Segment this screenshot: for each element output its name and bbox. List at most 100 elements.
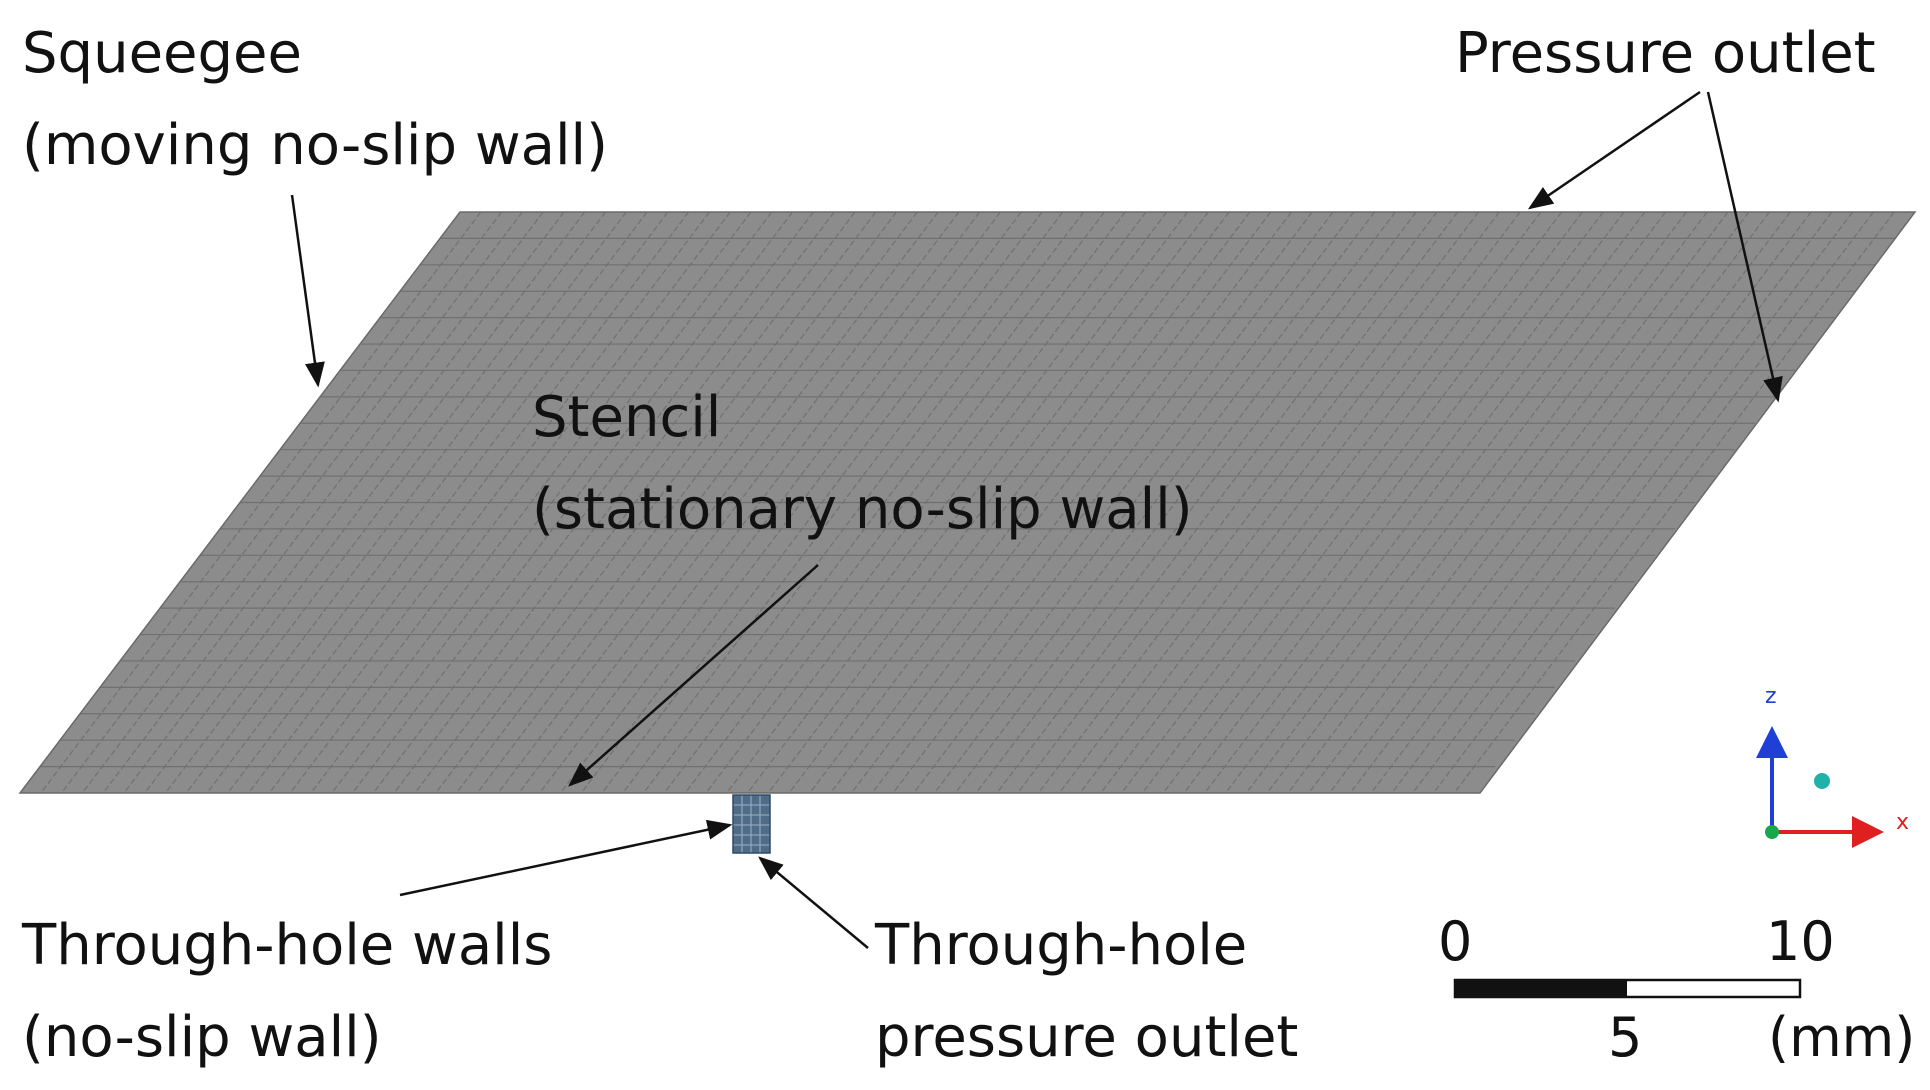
mesh-line xyxy=(871,212,1313,793)
pressure-outlet-arrow-side xyxy=(1706,91,1783,403)
through-hole-outlet-label: Through-hole pressure outlet xyxy=(875,900,1298,1084)
mesh-line xyxy=(850,212,1292,793)
pressure-outlet-label-text: Pressure outlet xyxy=(1455,21,1876,86)
through-hole-walls-label-line1: Through-hole walls xyxy=(22,913,553,978)
squeegee-arrow xyxy=(290,194,325,388)
mesh-line xyxy=(559,212,1001,793)
z-axis-label: z xyxy=(1765,684,1777,709)
through-hole-outlet-label-line1: Through-hole xyxy=(875,913,1248,978)
stencil-mesh xyxy=(40,212,1895,793)
mesh-line xyxy=(934,212,1376,793)
view-indicator-dot xyxy=(1814,773,1830,789)
mesh-line xyxy=(1287,212,1729,793)
mesh-line xyxy=(227,212,669,793)
mesh-line xyxy=(539,212,981,793)
squeegee-label-line1: Squeegee xyxy=(22,21,302,86)
mesh-line xyxy=(747,212,1188,793)
mesh-line xyxy=(1079,212,1521,793)
through-hole-outlet-label-line2: pressure outlet xyxy=(875,1005,1299,1070)
mesh-line xyxy=(268,212,710,793)
mesh-line xyxy=(310,212,752,793)
mesh-line xyxy=(1141,212,1583,793)
mesh-line xyxy=(767,212,1209,793)
scale-bar xyxy=(1453,978,1802,999)
mesh-line xyxy=(518,212,960,793)
mesh-line xyxy=(393,212,835,793)
mesh-line xyxy=(331,212,773,793)
scale-tick-5: 5 xyxy=(1608,1006,1643,1069)
mesh-line xyxy=(352,212,794,793)
mesh-line xyxy=(206,212,648,793)
mesh-line xyxy=(1121,212,1563,793)
mesh-line xyxy=(622,212,1064,793)
mesh-line xyxy=(913,212,1355,793)
mesh-line xyxy=(414,212,856,793)
mesh-line xyxy=(705,212,1147,793)
mesh-line xyxy=(289,212,731,793)
mesh-line xyxy=(954,212,1396,793)
squeegee-label: Squeegee (moving no-slip wall) xyxy=(22,8,608,192)
mesh-line xyxy=(1349,212,1791,793)
stencil-label: Stencil (stationary no-slip wall) xyxy=(532,372,1193,556)
scale-unit: (mm) xyxy=(1768,1006,1916,1069)
mesh-line xyxy=(788,212,1230,793)
mesh-line xyxy=(81,212,523,793)
mesh-line xyxy=(185,212,627,793)
x-axis-label: x xyxy=(1896,810,1910,835)
mesh-line xyxy=(476,212,918,793)
scale-tick-10: 10 xyxy=(1766,910,1835,973)
mesh-line xyxy=(1162,212,1604,793)
pressure-outlet-label: Pressure outlet xyxy=(1455,8,1876,100)
mesh-line xyxy=(892,212,1334,793)
mesh-line xyxy=(726,212,1168,793)
mesh-line xyxy=(830,212,1272,793)
stencil-label-line1: Stencil xyxy=(532,385,722,450)
mesh-line xyxy=(1017,212,1459,793)
stencil-outline xyxy=(18,211,1917,794)
mesh-line xyxy=(144,212,586,793)
mesh-line xyxy=(102,212,544,793)
mesh-line xyxy=(248,212,690,793)
mesh-line xyxy=(1225,212,1667,793)
through-hole-walls-label: Through-hole walls (no-slip wall) xyxy=(22,900,552,1084)
squeegee-label-line2: (moving no-slip wall) xyxy=(22,113,608,178)
mesh-line xyxy=(601,212,1043,793)
mesh-line xyxy=(61,212,503,793)
through-hole xyxy=(732,794,771,854)
mesh-line xyxy=(684,212,1126,793)
stencil-label-line2: (stationary no-slip wall) xyxy=(532,477,1193,542)
y-axis-dot xyxy=(1765,825,1779,839)
mesh-line xyxy=(1058,212,1500,793)
mesh-line xyxy=(1412,212,1854,793)
through-hole-walls-arrow xyxy=(399,819,733,897)
stencil-arrow xyxy=(568,564,819,787)
pressure-outlet-arrow-top xyxy=(1527,90,1701,210)
mesh-line xyxy=(1329,212,1770,793)
mesh-line xyxy=(996,212,1438,793)
mesh-line xyxy=(435,212,877,793)
mesh-line xyxy=(1266,212,1708,793)
mesh-line xyxy=(975,212,1417,793)
scale-tick-0: 0 xyxy=(1438,910,1473,973)
mesh-line xyxy=(1038,212,1479,793)
mesh-line xyxy=(580,212,1022,793)
mesh-line xyxy=(1245,212,1687,793)
mesh-line xyxy=(809,212,1251,793)
mesh-line xyxy=(40,212,482,793)
mesh-line xyxy=(1308,212,1750,793)
mesh-line xyxy=(1204,212,1646,793)
through-hole-outlet-arrow xyxy=(758,856,869,949)
mesh-line xyxy=(497,212,939,793)
axis-triad xyxy=(1756,726,1884,848)
mesh-line xyxy=(1100,212,1542,793)
through-hole-walls-label-line2: (no-slip wall) xyxy=(22,1005,382,1070)
mesh-line xyxy=(643,212,1085,793)
mesh-line xyxy=(456,212,897,793)
mesh-line xyxy=(165,212,606,793)
mesh-line xyxy=(1370,212,1812,793)
mesh-line xyxy=(1183,212,1625,793)
mesh-line xyxy=(1432,212,1874,793)
mesh-line xyxy=(123,212,565,793)
mesh-line xyxy=(372,212,814,793)
